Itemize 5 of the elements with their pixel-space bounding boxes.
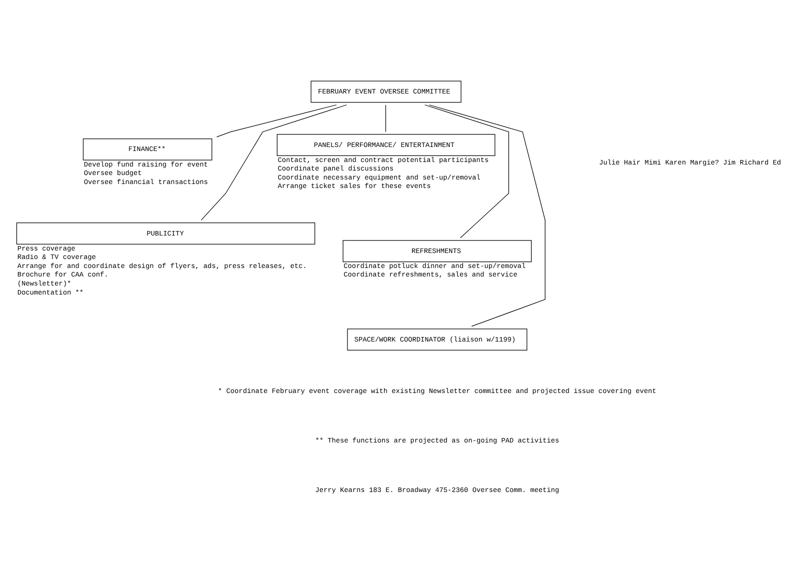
connector bbox=[428, 104, 546, 327]
connector bbox=[200, 104, 347, 220]
connector bbox=[385, 104, 386, 132]
connector bbox=[424, 104, 510, 238]
connector bbox=[216, 104, 337, 138]
